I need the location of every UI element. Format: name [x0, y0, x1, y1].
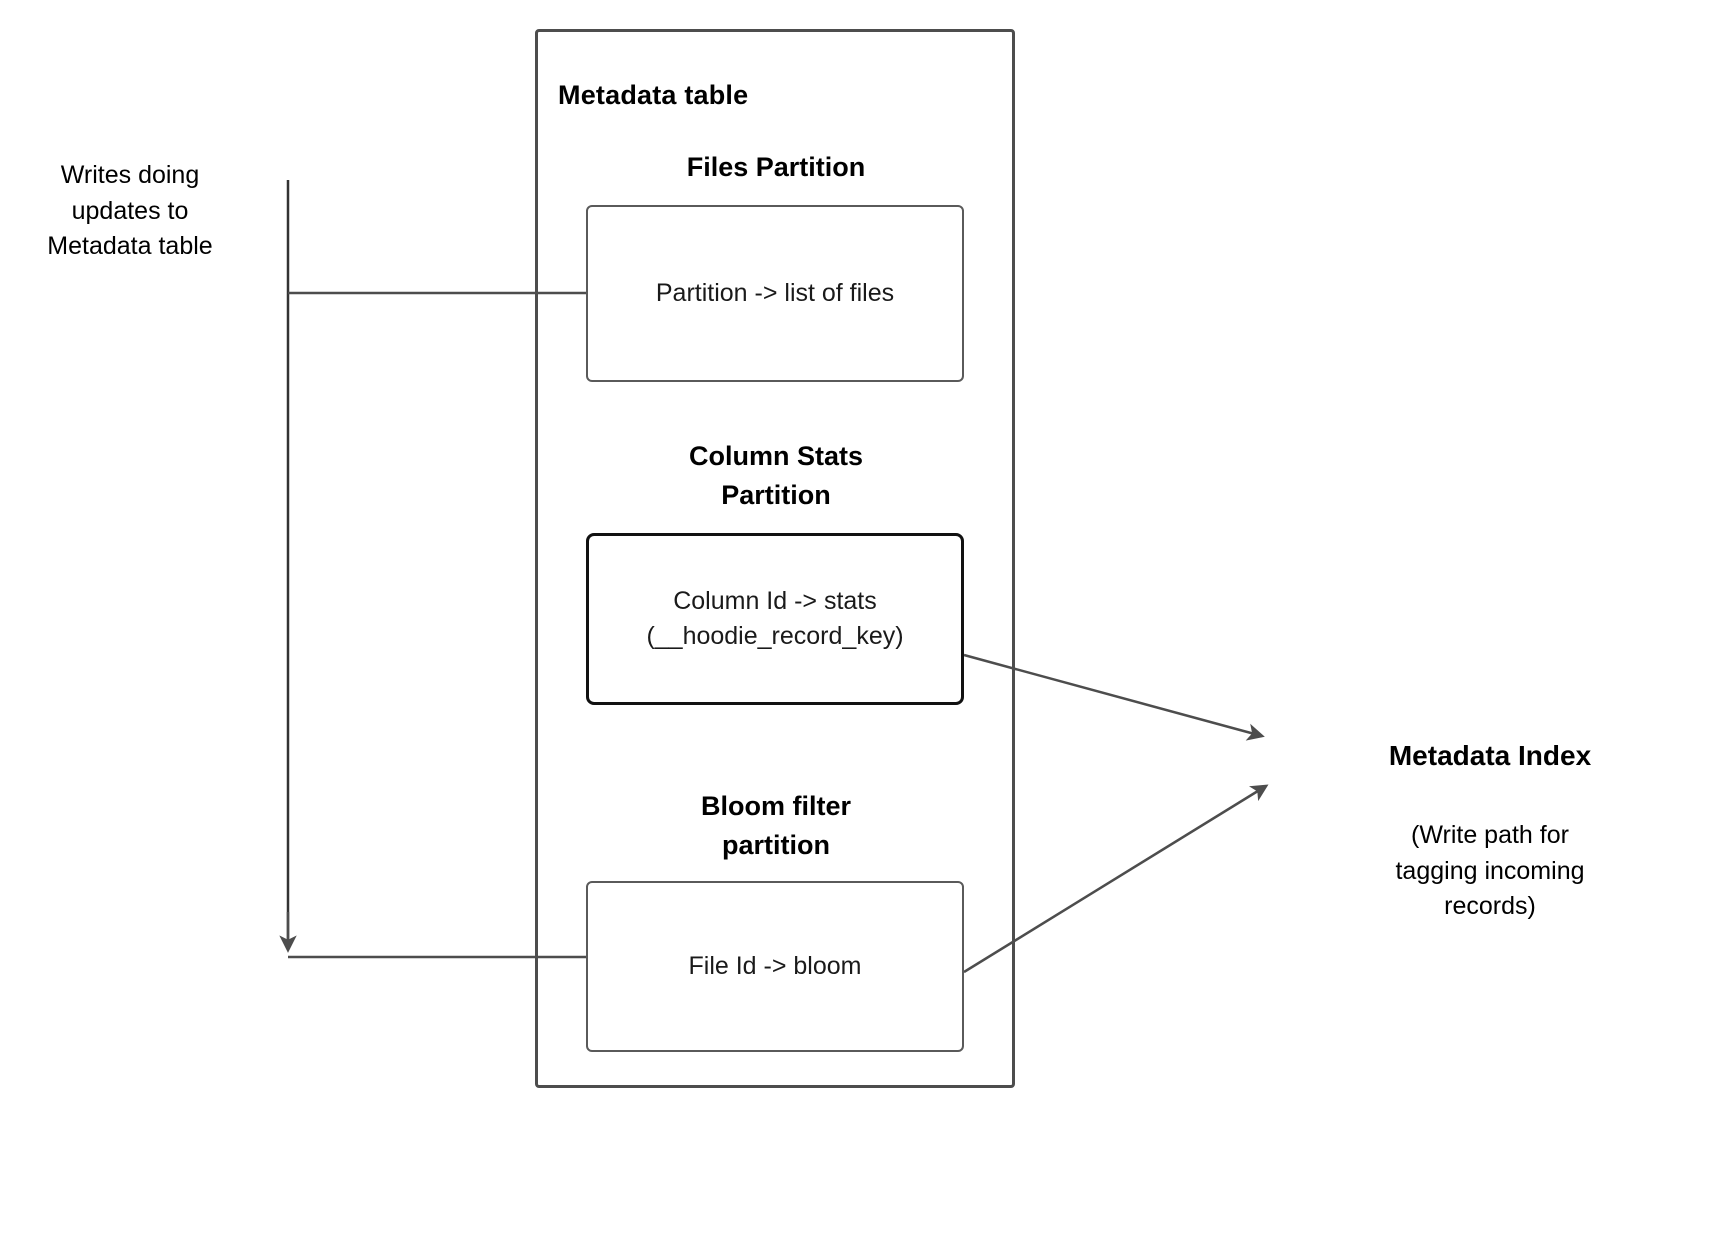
- metadata-index-note: (Write path for tagging incoming records…: [1395, 821, 1585, 920]
- files-partition-box: Partition -> list of files: [586, 205, 964, 382]
- metadata-table-container: [535, 29, 1015, 1088]
- column-stats-partition-heading: Column Stats Partition: [688, 441, 863, 511]
- bloom-filter-partition-box: File Id -> bloom: [586, 881, 964, 1052]
- column-stats-partition-box: Column Id -> stats (__hoodie_record_key): [586, 533, 964, 705]
- writes-annotation-label: Writes doing updates to Metadata table: [47, 161, 213, 260]
- metadata-index-title: Metadata Index: [1388, 740, 1592, 771]
- files-partition-heading: Files Partition: [686, 152, 866, 182]
- metadata-table-title: Metadata table: [558, 80, 749, 110]
- bloom-filter-partition-heading: Bloom filter partition: [700, 791, 851, 861]
